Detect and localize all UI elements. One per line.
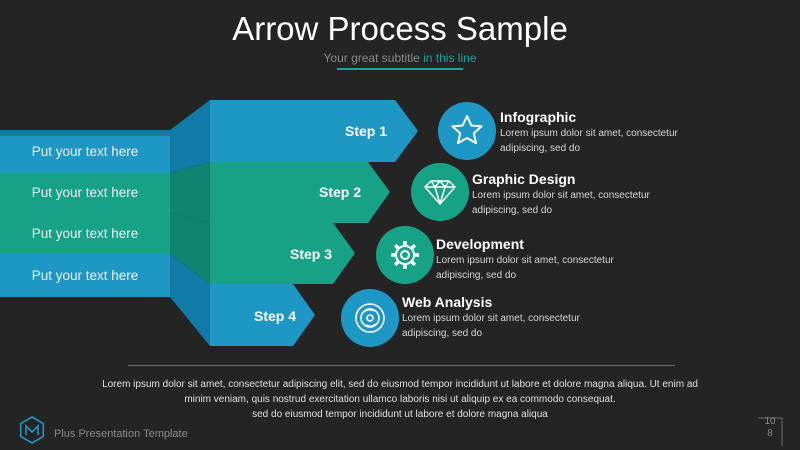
subtitle-text: Your great subtitle — [323, 51, 424, 65]
step-1-arrow — [210, 100, 418, 162]
step-1-label: Step 1 — [345, 123, 388, 139]
fan-3 — [170, 213, 210, 284]
page-number-line-1: 10 — [764, 416, 776, 427]
band-label-4: Put your text here — [31, 268, 139, 283]
page-number-line-2: 8 — [767, 428, 773, 439]
item-2-desc-line-1: Lorem ipsum dolor sit amet, consectetur — [472, 190, 650, 201]
band-1 — [0, 130, 170, 173]
page-number: 10 8 — [754, 416, 786, 446]
band-label-2: Put your text here — [31, 185, 139, 200]
brand-logo — [19, 416, 45, 444]
item-2-title: Graphic Design — [472, 171, 576, 187]
brand-name: Plus Presentation Template — [54, 428, 188, 440]
item-4-desc-line-1: Lorem ipsum dolor sit amet, consectetur — [402, 313, 580, 324]
item-2-desc: Lorem ipsum dolor sit amet, consectetur … — [472, 188, 702, 218]
gear-icon — [391, 241, 419, 269]
footer-line-3: sed do eiusmod tempor incididunt ut labo… — [252, 409, 548, 420]
star-icon — [451, 115, 483, 145]
step-3-arrow — [210, 223, 355, 284]
item-4-desc: Lorem ipsum dolor sit amet, consectetur … — [402, 311, 632, 341]
step-4-arrow — [210, 284, 315, 346]
fan-1 — [170, 100, 210, 173]
item-3-desc-line-1: Lorem ipsum dolor sit amet, consectetur — [436, 255, 614, 266]
step-2-arrow — [210, 162, 390, 223]
item-3-desc-line-2: adipiscing, sed do — [436, 270, 517, 281]
item-1-desc: Lorem ipsum dolor sit amet, consectetur … — [500, 126, 730, 156]
band-label-3: Put your text here — [31, 226, 139, 241]
item-3-desc: Lorem ipsum dolor sit amet, consectetur … — [436, 253, 666, 283]
slide-subtitle: Your great subtitle in this line — [0, 51, 800, 65]
footer-line-2: minim veniam, quis nostrud exercitation … — [184, 394, 616, 405]
step-3-circle — [376, 226, 434, 284]
item-3-title: Development — [436, 236, 524, 252]
disc-icon — [355, 303, 385, 333]
item-4-desc-line-2: adipiscing, sed do — [402, 328, 483, 339]
divider-line — [128, 365, 675, 366]
band-4 — [0, 254, 170, 297]
footer-body-text: Lorem ipsum dolor sit amet, consectetur … — [60, 377, 740, 422]
step-3-label: Step 3 — [290, 246, 333, 262]
subtitle-highlight: in this line — [423, 51, 477, 65]
band-3 — [0, 213, 170, 254]
title-underline — [337, 68, 463, 70]
item-1-title: Infographic — [500, 109, 577, 125]
band-2 — [0, 173, 170, 213]
band-1-top-edge — [0, 130, 170, 136]
step-4-circle — [341, 289, 399, 347]
fan-2 — [170, 162, 210, 223]
diamond-icon — [424, 180, 456, 205]
page-number-frame — [758, 417, 783, 446]
step-2-label: Step 2 — [319, 184, 362, 200]
step-1-circle — [438, 102, 496, 160]
slide-title: Arrow Process Sample — [232, 10, 568, 47]
band-label-1: Put your text here — [31, 144, 139, 159]
fan-4 — [170, 254, 210, 346]
footer-line-1: Lorem ipsum dolor sit amet, consectetur … — [102, 379, 698, 390]
step-2-circle — [411, 163, 469, 221]
item-2-desc-line-2: adipiscing, sed do — [472, 205, 553, 216]
step-4-label: Step 4 — [254, 308, 297, 324]
item-1-desc-line-1: Lorem ipsum dolor sit amet, consectetur — [500, 128, 678, 139]
item-1-desc-line-2: adipiscing, sed do — [500, 143, 581, 154]
item-4-title: Web Analysis — [402, 294, 493, 310]
